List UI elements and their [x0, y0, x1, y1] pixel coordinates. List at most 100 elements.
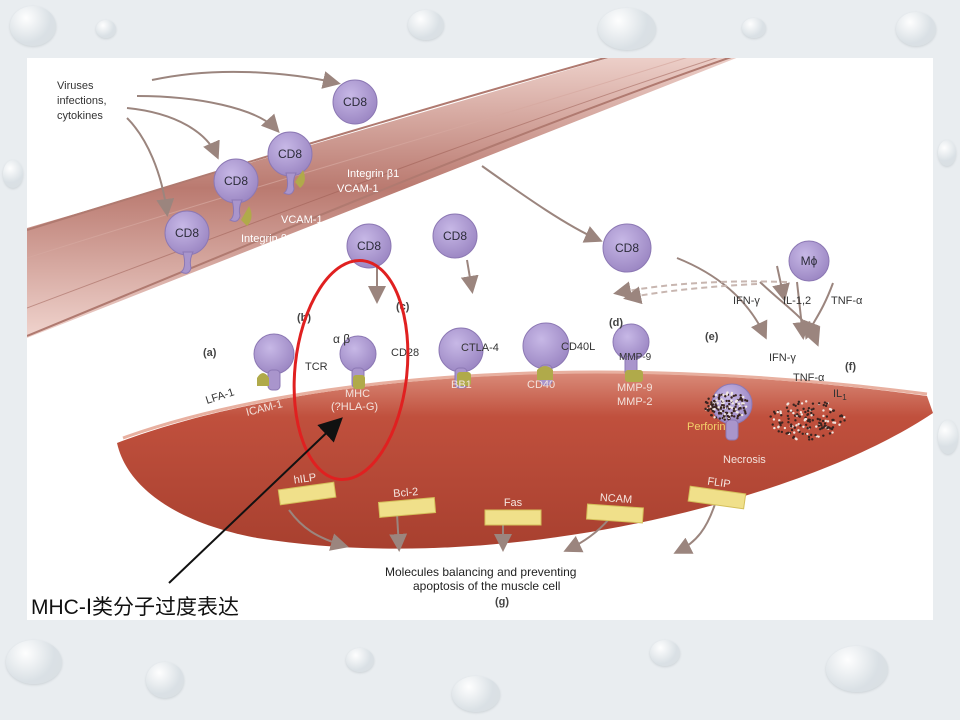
necrosis-speck — [734, 405, 737, 409]
necrosis-speck — [798, 415, 802, 418]
necrosis-speck — [722, 406, 726, 409]
necrosis-speck — [730, 414, 734, 417]
necrosis-speck — [811, 419, 814, 422]
necrosis-speck — [797, 400, 801, 404]
necrosis-speck — [828, 407, 832, 411]
apoptosis-molecule-label: Bcl-2 — [393, 486, 419, 500]
necrosis-speck — [744, 405, 748, 408]
necrosis-speck — [811, 438, 814, 441]
necrosis-speck — [812, 407, 815, 411]
necrosis-speck — [736, 416, 739, 420]
necrosis-speck — [831, 431, 834, 434]
necrosis-speck — [730, 406, 734, 410]
necrosis-speck — [742, 395, 745, 399]
panel-tag-e: (e) — [705, 331, 719, 343]
mmp9-label: MMP-9 — [617, 382, 652, 394]
necrosis-speck — [735, 410, 738, 414]
necrosis-speck — [787, 420, 790, 424]
necrosis-speck — [808, 426, 812, 429]
necrosis-speck — [743, 409, 746, 412]
integrin-b1-label: Integrin β1 — [347, 168, 399, 180]
integrin-b2-label: Integrin β2 — [241, 233, 293, 245]
necrosis-speck — [786, 414, 790, 418]
mhc-overexpression-caption: MHC-Ⅰ类分子过度表达 — [31, 596, 240, 619]
necrosis-speck — [828, 426, 831, 429]
bb1-receptor — [457, 372, 471, 386]
necrosis-speck — [822, 409, 825, 412]
cd8-cell: CD8 — [332, 79, 378, 125]
necrosis-speck — [704, 407, 707, 411]
necrosis-speck — [807, 435, 811, 439]
cd8-cell: CD8 — [602, 223, 652, 273]
necrosis-speck — [811, 402, 815, 405]
vcam1-receptor-bottom — [241, 206, 252, 226]
necrosis-speck — [783, 426, 787, 430]
necrosis-speck — [830, 427, 834, 431]
necrosis-speck — [778, 419, 781, 422]
background-drop — [938, 140, 956, 166]
necrosis-patches — [704, 391, 846, 441]
background-drop — [408, 10, 444, 40]
necrosis-speck — [806, 413, 810, 416]
necrosis-speck — [800, 413, 803, 416]
necrosis-speck — [789, 409, 793, 412]
necrosis-speck — [796, 409, 799, 412]
necrosis-speck — [795, 424, 798, 427]
blood-vessel — [27, 58, 737, 338]
ifn-gamma-top-label: IFN-γ — [733, 295, 760, 307]
necrosis-speck — [797, 422, 800, 426]
necrosis-speck — [806, 409, 810, 413]
apoptosis-molecule: hILP — [277, 472, 337, 506]
necrosis-speck — [810, 408, 813, 411]
necrosis-speck — [809, 433, 813, 437]
tnf-alpha-f-label: TNF-α — [793, 372, 825, 384]
necrosis-speck — [779, 423, 782, 427]
necrosis-speck — [825, 402, 829, 405]
necrosis-speck — [726, 405, 729, 408]
necrosis-speck — [732, 394, 735, 398]
macrophage-label: Mϕ — [801, 254, 818, 268]
pointer-arrow — [168, 417, 343, 584]
necrosis-speck — [714, 393, 718, 397]
necrosis-speck — [773, 412, 777, 415]
necrosis-speck — [710, 414, 714, 417]
apoptosis-caption-line2: apoptosis of the muscle cell — [413, 579, 560, 593]
docked-t-cell — [612, 323, 650, 377]
cd8-label: CD8 — [357, 239, 381, 253]
apoptosis-labels: Molecules balancing and preventing apopt… — [385, 565, 576, 593]
cd8-cell: CD8 — [432, 213, 478, 259]
necrosis-speck — [771, 423, 774, 426]
cd40-label: CD40 — [527, 379, 555, 391]
necrosis-speck — [794, 404, 797, 407]
necrosis-speck — [738, 407, 741, 410]
background-drop — [146, 662, 184, 698]
necrosis-speck — [720, 403, 724, 407]
necrosis-speck — [710, 407, 713, 411]
il1-label: IL1 — [833, 388, 847, 402]
necrosis-speck — [822, 403, 825, 407]
background-drop — [452, 676, 500, 712]
ifn-gamma-f-label: IFN-γ — [769, 352, 796, 364]
necrosis-speck — [787, 417, 790, 420]
necrosis-speck — [732, 415, 736, 418]
mhc-label: MHC — [345, 388, 370, 400]
necrosis-speck — [742, 406, 745, 410]
necrosis-speck — [723, 413, 727, 416]
necrosis-speck — [817, 424, 821, 427]
necrosis-speck — [713, 407, 716, 411]
cd8-label: CD8 — [175, 226, 199, 240]
necrosis-speck — [792, 411, 795, 415]
necrosis-speck — [730, 393, 733, 396]
tnf-alpha-top-label: TNF-α — [831, 295, 863, 307]
cd8-label: CD8 — [278, 147, 302, 161]
apoptosis-molecule-label: Fas — [504, 497, 523, 509]
necrosis-speck — [821, 419, 825, 423]
necrosis-speck — [785, 406, 789, 409]
necrosis-speck — [724, 395, 727, 398]
necrosis-speck — [777, 430, 780, 433]
necrosis-speck — [704, 400, 708, 404]
necrosis-speck — [825, 415, 829, 418]
necrosis-speck — [797, 429, 800, 432]
